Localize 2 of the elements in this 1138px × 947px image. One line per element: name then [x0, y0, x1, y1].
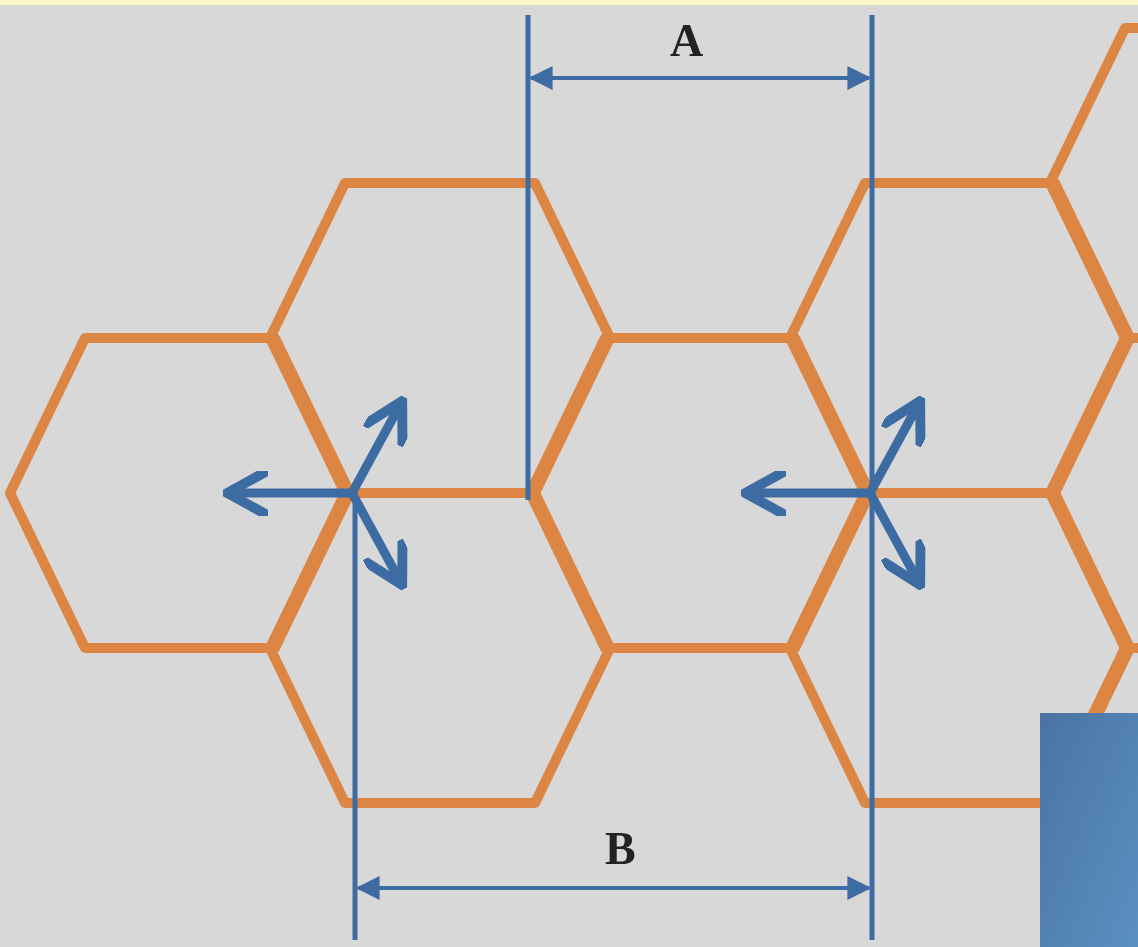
dimension-label: B	[605, 826, 636, 872]
dimension-label: A	[670, 18, 704, 64]
